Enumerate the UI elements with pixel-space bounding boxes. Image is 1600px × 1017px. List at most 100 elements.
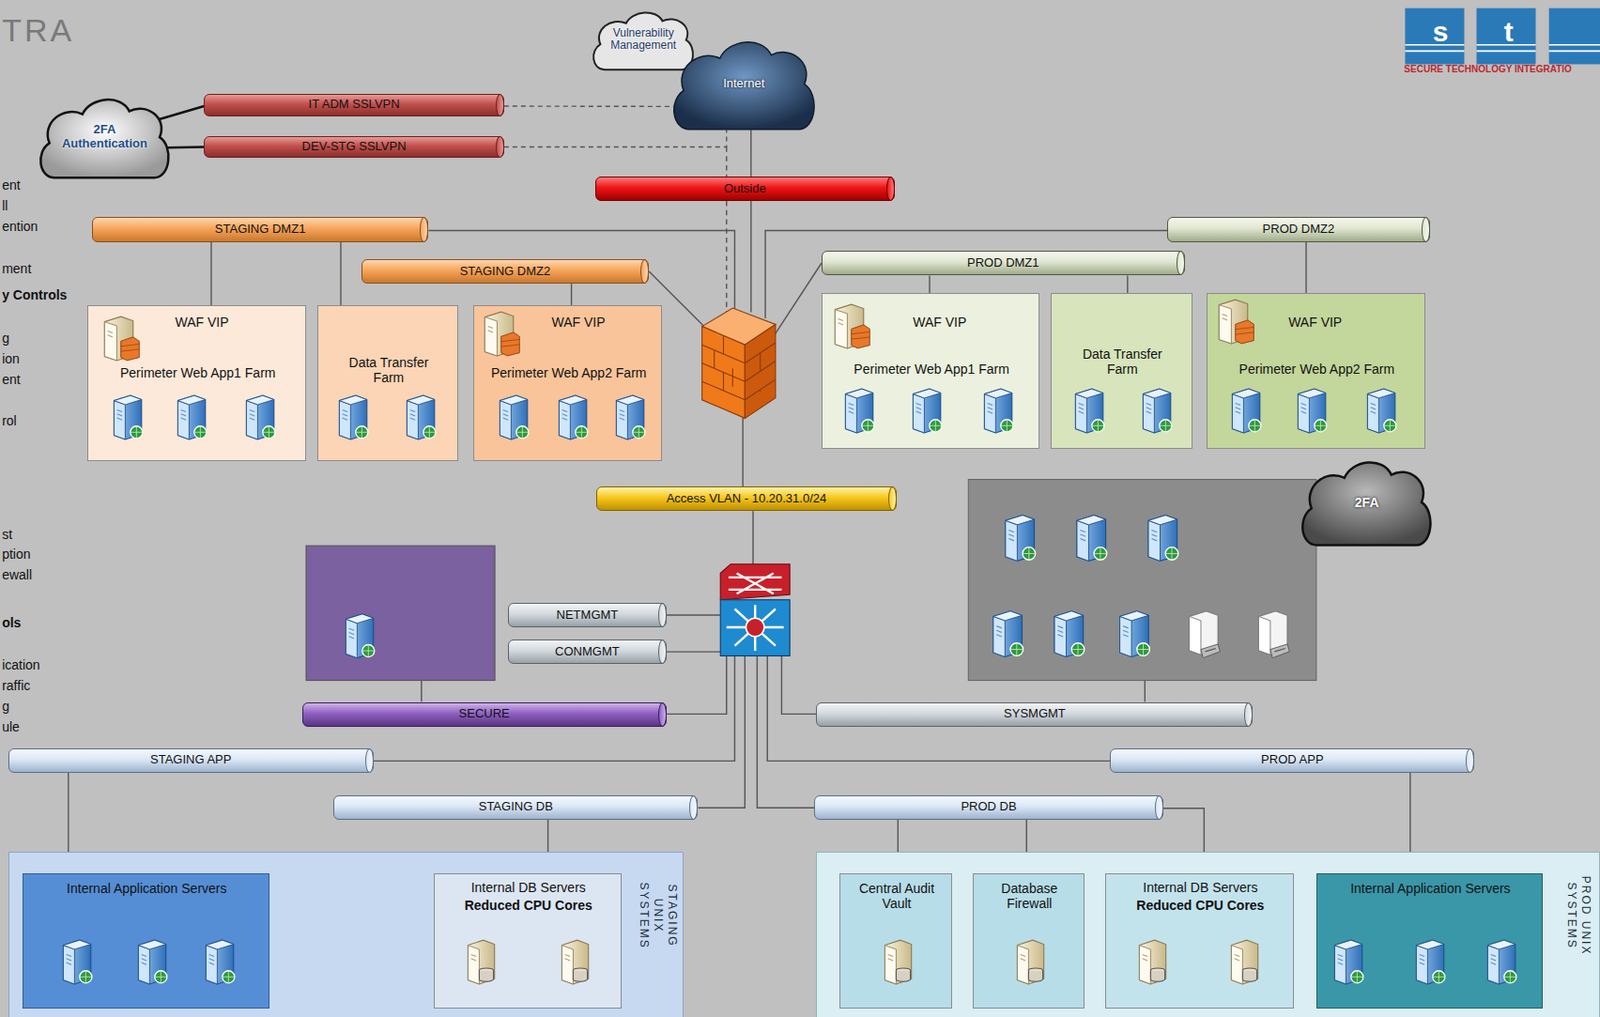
sysmgmt-zone xyxy=(968,479,1317,681)
network-link xyxy=(1126,275,1128,293)
pipe-cap xyxy=(658,702,667,727)
network-segment: PROD APP xyxy=(1109,748,1475,773)
cut-legend-text: ption xyxy=(1,546,31,562)
db-icon xyxy=(468,939,495,985)
waf-icon xyxy=(484,311,520,356)
node-label: Central Audit Vault xyxy=(846,880,949,911)
db-icon xyxy=(1139,939,1167,985)
node-label: Data Transfer Farm xyxy=(332,354,446,385)
connector-wire xyxy=(666,614,722,616)
sysmgmt-zone xyxy=(1120,611,1151,658)
network-link xyxy=(210,242,212,306)
sysmgmt-zone xyxy=(1258,611,1290,659)
node-label: Reduced CPU Cores xyxy=(1106,897,1295,913)
network-link xyxy=(166,145,204,149)
switch-symbol xyxy=(720,564,790,657)
server-group: Data Transfer Farm xyxy=(317,305,459,462)
waf-icon xyxy=(1215,297,1256,345)
cloud-shape: Internet xyxy=(668,35,820,133)
pipe-cap xyxy=(365,748,374,773)
network-segment: Access VLAN - 10.20.31.0/24 xyxy=(596,486,898,511)
pipe-cap xyxy=(495,136,505,159)
node-label: DEV-STG SSLVPN xyxy=(302,139,407,154)
node-label: WAF VIP xyxy=(883,314,997,330)
waf-icon xyxy=(480,309,522,357)
cloud-outline xyxy=(1303,461,1431,545)
connector-wire xyxy=(741,415,743,487)
cut-legend-text: ent xyxy=(1,177,20,193)
connector-wire xyxy=(750,200,752,312)
logo-letter: s xyxy=(1432,15,1449,49)
connector-wire xyxy=(752,510,754,564)
switch-symbol xyxy=(720,564,790,600)
pipe-cap xyxy=(888,486,897,511)
node-label: Internal DB Servers xyxy=(434,879,623,895)
node-label: STAGING DB xyxy=(478,800,554,815)
node-label: NETMGMT xyxy=(556,608,619,623)
srv-icon xyxy=(1142,388,1171,433)
cut-legend-text: ent xyxy=(1,371,20,387)
node-label: Internal Application Servers xyxy=(1317,880,1544,896)
connector-wire xyxy=(666,655,727,714)
db-icon xyxy=(462,938,500,985)
connector-wire xyxy=(697,655,745,808)
sysmgmt-zone xyxy=(993,611,1024,658)
srv-icon xyxy=(611,393,648,441)
db-icon xyxy=(1016,939,1044,985)
connector-wire xyxy=(1144,680,1146,703)
logo-block xyxy=(1476,8,1537,65)
srv-icon xyxy=(1070,386,1108,434)
node-label: Perimeter Web App1 Farm xyxy=(822,361,1042,377)
network-segment: SYSMGMT xyxy=(815,702,1253,727)
network-segment: STAGING DMZ2 xyxy=(361,259,649,284)
node-label: Internal Application Servers xyxy=(23,880,271,896)
cut-legend-text: g xyxy=(1,698,10,714)
switch-symbol xyxy=(726,604,785,651)
srv-icon xyxy=(1138,386,1175,434)
node-label: 2FA Authentication xyxy=(50,123,158,152)
srv-icon xyxy=(407,396,436,441)
server-group: Internal Application Servers xyxy=(22,873,270,1008)
network-segment: STAGING DMZ1 xyxy=(92,216,430,242)
srv-icon xyxy=(1292,386,1330,434)
node-label: SYSMGMT xyxy=(1003,707,1066,722)
node-label: Database Firewall xyxy=(978,880,1081,911)
switch-symbol xyxy=(745,617,765,637)
node-label: IT ADM SSLVPN xyxy=(308,97,400,112)
srv-icon xyxy=(913,388,942,433)
server-group: Database Firewall xyxy=(972,873,1086,1008)
cloud-outline xyxy=(674,42,815,130)
node-label: Access VLAN - 10.20.31.0/24 xyxy=(666,492,828,507)
srv-icon xyxy=(1487,939,1516,985)
pipe-cap xyxy=(495,93,505,117)
logo-block xyxy=(1404,8,1464,65)
srv-icon xyxy=(1329,938,1367,985)
network-link xyxy=(504,129,727,147)
network-segment: DEV-STG SSLVPN xyxy=(203,136,505,159)
srv-icon xyxy=(114,396,143,441)
waf-icon xyxy=(100,314,141,362)
connector-wire xyxy=(756,655,815,808)
node-label: Internal DB Servers xyxy=(1106,879,1295,895)
logo-block xyxy=(1549,8,1600,65)
node-label: PROD DMZ1 xyxy=(967,256,1040,271)
network-link xyxy=(156,106,204,121)
srv-icon xyxy=(553,393,591,441)
db-icon xyxy=(556,938,594,985)
system-zone: PROD UNIX SYSTEMSCentral Audit VaultData… xyxy=(815,851,1600,1017)
network-segment: CONMGMT xyxy=(507,639,666,664)
network-segment: PROD DMZ1 xyxy=(821,250,1185,276)
srv-icon xyxy=(108,393,146,441)
srv-icon xyxy=(499,396,528,441)
node-label: STAGING APP xyxy=(150,753,231,768)
waf-icon xyxy=(830,302,872,350)
cut-legend-text: ention xyxy=(1,218,38,234)
server-group: Internal Application Servers xyxy=(1316,873,1543,1008)
network-segment: NETMGMT xyxy=(507,602,666,628)
server-group: WAF VIP Perimeter Web App1 Farm xyxy=(821,292,1041,449)
db-icon xyxy=(1134,938,1171,985)
network-link xyxy=(339,242,341,306)
pipe-cap xyxy=(419,216,429,242)
sysmgmt-zone xyxy=(1054,611,1085,658)
connector-wire xyxy=(725,146,727,177)
